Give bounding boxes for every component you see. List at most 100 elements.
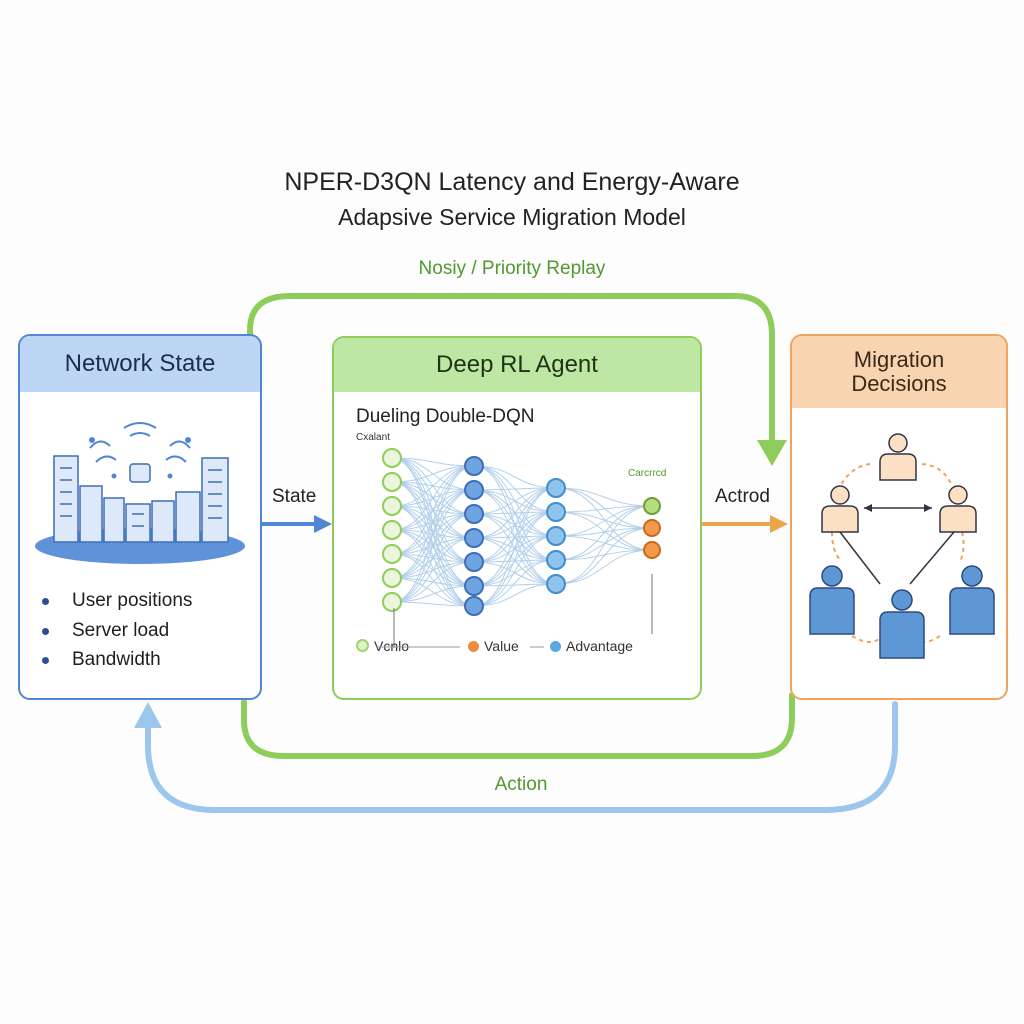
person-head [830,485,850,505]
nn-edge [555,505,653,585]
nn-node [382,496,402,516]
nn-node [464,596,484,616]
nn-edge [473,487,557,515]
nn-edge [555,487,653,507]
network-state-bullets: User positions Server load Bandwidth [40,590,192,679]
person-head [888,433,908,453]
replay-label: Nosiy / Priority Replay [418,258,606,279]
nn-edge [555,527,653,537]
nn-node [643,541,661,559]
action-bottom-label: Action [494,774,548,795]
nn-node [464,528,484,548]
nn-node [464,504,484,524]
nn-edge [555,487,653,551]
migration-decisions-box: Migration Decisions [790,334,1008,700]
nn-edge [391,465,475,507]
nn-edge [391,465,475,603]
replay-loop-arrow [247,293,775,451]
legend-item-vcnlo: Vcnlo [356,638,409,654]
nn-edge [391,465,475,531]
person-body [879,611,925,659]
nn-node [382,592,402,612]
diagram-title: NPER-D3QN Latency and Energy-Aware [284,168,740,196]
nn-edge [391,529,475,607]
nn-node [382,472,402,492]
nn-edge [555,487,653,529]
nn-node [643,519,661,537]
nn-edge [391,481,475,607]
nn-edge [391,561,475,603]
bullet-user-positions: User positions [40,590,192,620]
nn-node [382,448,402,468]
network-state-title: Network State [20,336,260,392]
person-body [949,587,995,635]
nn-edge [555,527,653,561]
nn-edge [473,487,557,491]
migration-title: Migration Decisions [792,336,1006,408]
nn-node [546,550,566,570]
nn-edge [473,559,557,587]
nn-node [382,568,402,588]
person-head [961,565,983,587]
nn-edge [473,487,557,539]
nn-node [464,480,484,500]
nn-edge [473,559,557,607]
nn-node [464,552,484,572]
agent-subtitle: Dueling Double-DQN [356,406,535,427]
person-head [821,565,843,587]
bullet-bandwidth: Bandwidth [40,649,192,679]
nn-node [546,574,566,594]
nn-edge [391,505,475,607]
deep-rl-agent-box: Deep RL Agent Dueling Double-DQN Cxalant… [332,336,702,700]
input-tag: Cxalant [356,432,390,443]
person-body [939,505,977,533]
nn-node [464,456,484,476]
nn-edge [473,487,557,563]
diagram-subtitle: Adapsive Service Migration Model [338,204,686,230]
person-body [809,587,855,635]
network-state-box: Network State User positions Server [18,334,262,700]
nn-edge [555,535,653,551]
nn-edge [473,511,557,587]
nn-edge [391,465,475,483]
nn-node [382,544,402,564]
migration-people-graph [809,433,995,659]
neural-network-diagram [382,448,661,648]
nn-node [464,576,484,596]
legend-item-advantage: Advantage [550,638,633,654]
nn-edge [473,535,557,607]
nn-edge [555,549,653,561]
nn-edge [555,505,653,513]
bullet-server-load: Server load [40,620,192,650]
person-body [879,453,917,481]
nn-edge [391,489,475,603]
action-right-label: Actrod [715,486,770,507]
nn-edge [391,513,475,603]
nn-node [546,478,566,498]
nn-node [546,502,566,522]
output-tag: Carcrrcd [628,468,667,479]
nn-edge [555,527,653,585]
legend-item-value: Value [468,638,519,654]
state-label: State [272,486,317,507]
nn-edge [391,457,475,467]
person-body [821,505,859,533]
city-network-illustration [35,422,245,564]
nn-edge [473,583,557,587]
nn-edge [555,549,653,585]
nn-edge [391,553,475,607]
nn-edge [473,487,557,607]
nn-edge [391,457,475,607]
nn-edge [473,465,557,489]
nn-edge [391,585,475,603]
nn-edge [555,505,653,537]
nn-node [546,526,566,546]
nn-edge [391,465,475,555]
person-head [891,589,913,611]
nn-node [382,520,402,540]
nn-edge [473,511,557,607]
nn-edge [555,505,653,561]
nn-edge [473,583,557,607]
person-head [948,485,968,505]
